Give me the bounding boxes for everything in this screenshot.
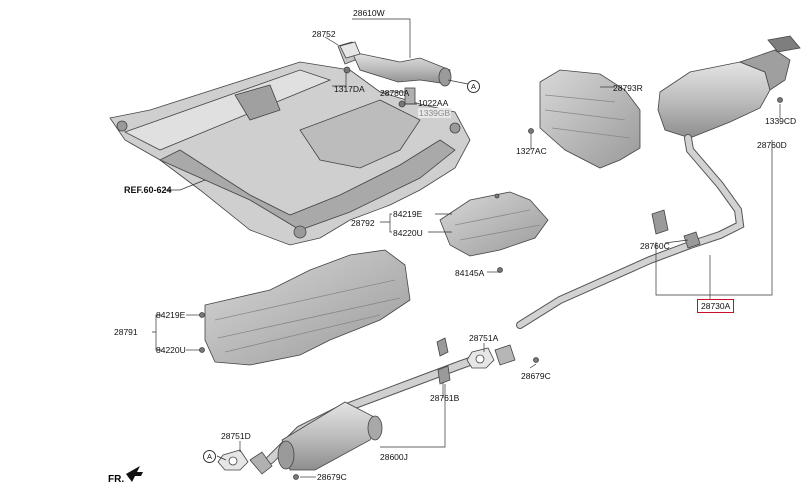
label-28791: 28791 — [114, 327, 138, 337]
label-84219E-center: 84219E — [393, 209, 423, 219]
leader-lines — [152, 18, 781, 478]
reference-circle-a-bottom: A — [203, 450, 216, 463]
label-84219E-front: 84219E — [156, 310, 186, 320]
front-direction-label: FR. — [108, 474, 125, 485]
label-84220U-front: 84220U — [156, 345, 186, 355]
label-1022AA: 1022AA — [418, 98, 449, 108]
label-28679C-front: 28679C — [317, 472, 347, 482]
label-1339CD: 1339CD — [765, 116, 797, 126]
label-28761B: 28761B — [430, 393, 460, 403]
label-28730A-highlighted[interactable]: 28730A — [697, 299, 735, 313]
label-1339GB: 1339GB — [418, 108, 452, 118]
heat-shield-rear — [528, 69, 641, 169]
label-28600J: 28600J — [380, 452, 408, 462]
front-direction-arrow — [126, 466, 143, 482]
center-pipe-catalytic — [249, 337, 539, 480]
heat-shield-front — [199, 249, 411, 366]
label-28760D: 28760D — [757, 140, 787, 150]
heat-shield-center — [439, 191, 549, 273]
label-28752: 28752 — [312, 29, 336, 39]
gaskets — [217, 41, 495, 471]
label-84220U-center: 84220U — [393, 228, 423, 238]
reference-circle-a-top: A — [467, 80, 480, 93]
rear-muffler — [516, 35, 801, 329]
label-28610W: 28610W — [353, 8, 385, 18]
reference-link[interactable]: REF.60-624 — [124, 185, 172, 195]
subframe — [109, 61, 471, 246]
label-1317DA: 1317DA — [334, 84, 365, 94]
label-28780A: 28780A — [380, 88, 410, 98]
label-28751A: 28751A — [469, 333, 499, 343]
label-28793R: 28793R — [613, 83, 643, 93]
label-28751D: 28751D — [221, 431, 251, 441]
label-1327AC: 1327AC — [516, 146, 547, 156]
label-84145A: 84145A — [455, 268, 485, 278]
label-28760C: 28760C — [640, 241, 670, 251]
label-28792: 28792 — [351, 218, 375, 228]
label-28679C-rear: 28679C — [521, 371, 551, 381]
